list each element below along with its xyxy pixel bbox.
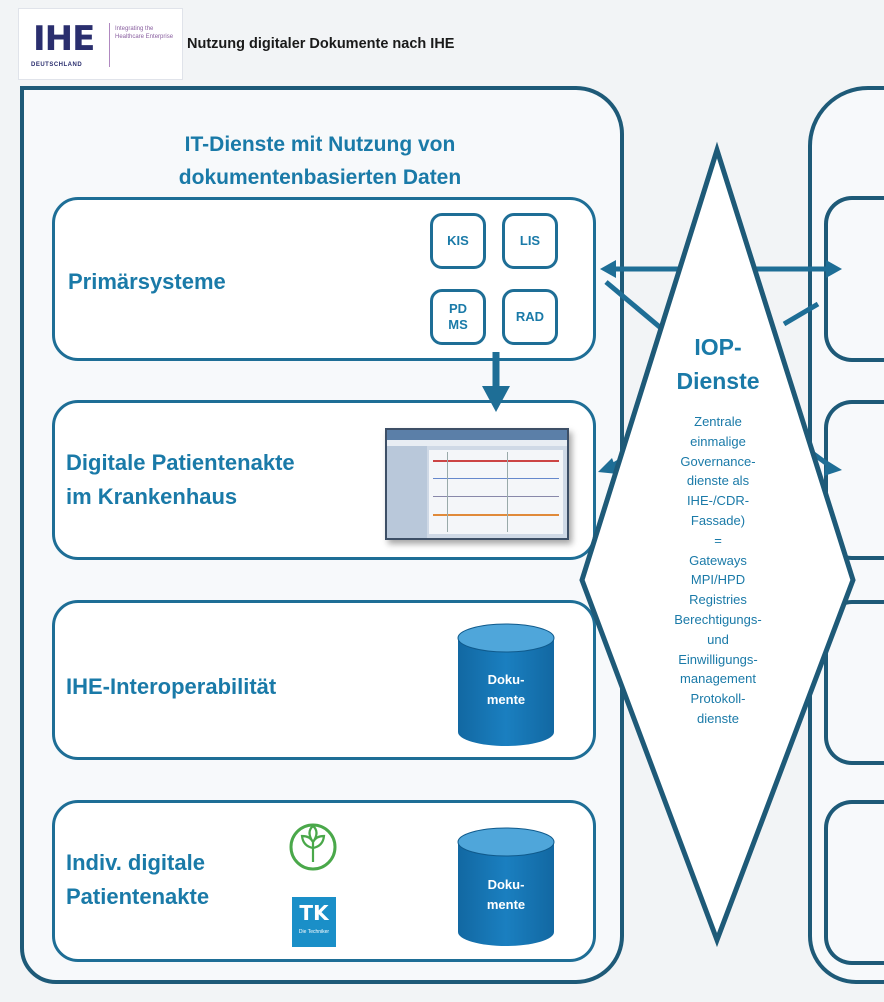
iop-line: einmalige [690,433,746,449]
iop-diamond [579,141,856,948]
system-lis-label: LIS [519,233,541,248]
indiv-patientenakte-title-line1: Indiv. digitale [66,850,205,875]
indiv-patientenakte-title: Indiv. digitale Patientenakte [66,846,209,914]
panel-heading-line2: dokumentenbasierten Daten [178,166,462,189]
right-box-3 [824,600,884,765]
aok-logo [289,823,337,871]
right-box-4 [824,800,884,965]
system-pdms-label-line1: PD [448,301,468,316]
primaersysteme-title: Primärsysteme [68,269,226,294]
iop-line: IHE-/CDR- [686,493,750,509]
iop-title: IOP- Dienste [648,330,788,398]
database-label-2-line2: mente [486,897,526,912]
database-icon-1 [457,623,555,746]
iop-line: und [707,631,729,647]
iop-line: dienste als [686,473,750,489]
arrow-down [482,352,510,412]
iop-line: management [680,671,756,687]
system-lis: LIS [502,213,558,269]
patientenakte-kh-title: Digitale Patientenakte im Krankenhaus [66,446,295,514]
iop-line: Protokoll- [690,691,746,707]
database-label-2: Doku- mente [458,875,554,915]
iop-line: dienste [697,710,739,726]
iop-title-line2: Dienste [676,368,760,394]
indiv-patientenakte-title-line2: Patientenakte [66,884,210,909]
tk-logo-sub: Die Techniker [298,929,330,935]
ihe-logo-subtitle: DEUTSCHLAND [31,62,83,68]
database-icon-2 [457,827,555,946]
tk-logo-text: TK [299,901,329,925]
iop-description: Zentrale einmalige Governance- dienste a… [658,412,778,729]
patientenakte-screenshot [385,428,569,540]
ihe-logo-tagline: Integrating the Healthcare Enterprise [115,26,174,40]
iop-line: Zentrale [694,414,742,429]
right-box-1 [824,196,884,362]
database-label-1-line2: mente [486,692,526,707]
system-kis-label: KIS [447,233,469,248]
patientenakte-kh-title-line1: Digitale Patientenakte [66,450,295,475]
page-title: Nutzung digitaler Dokumente nach IHE [187,36,455,52]
iop-title-line1: IOP- [694,334,742,360]
system-rad: RAD [502,289,558,345]
logo-divider [109,23,110,67]
database-label-2-line1: Doku- [487,877,525,892]
patientenakte-kh-title-line2: im Krankenhaus [66,484,238,509]
database-label-1: Doku- mente [458,670,554,710]
system-pdms: PD MS [430,289,486,345]
iop-line: = [714,532,722,548]
iop-line: Berechtigungs- [674,611,762,627]
iop-line: Registries [689,592,747,608]
iop-line: MPI/HPD [690,572,746,588]
iop-line: Gateways [689,552,747,568]
iop-line: Einwilligungs- [678,651,758,667]
ihe-logo: IHE DEUTSCHLAND Integrating the Healthca… [18,8,183,80]
ihe-interop-title: IHE-Interoperabilität [66,674,277,699]
panel-heading: IT-Dienste mit Nutzung von dokumentenbas… [100,128,540,194]
panel-heading-line1: IT-Dienste mit Nutzung von [184,133,456,156]
system-pdms-label-line2: MS [448,317,468,332]
right-box-2 [824,400,884,560]
iop-line: Governance- [680,453,756,469]
system-kis: KIS [430,213,486,269]
system-rad-label: RAD [515,309,545,324]
ihe-logo-text: IHE [33,19,95,59]
tk-logo: TK Die Techniker [292,897,336,947]
database-label-1-line1: Doku- [487,672,525,687]
iop-line: Fassade) [690,512,746,528]
